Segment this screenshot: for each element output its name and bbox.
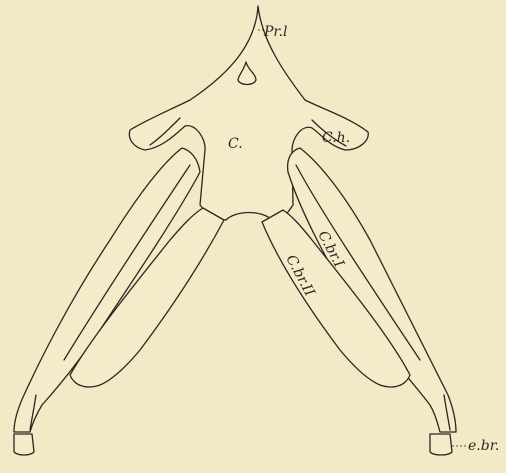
label-pr-l: Pr.l <box>263 24 288 40</box>
label-e-br: e.br. <box>468 438 499 454</box>
left-branchial-horns <box>14 148 224 455</box>
right-epibranchial <box>430 434 452 455</box>
label-hyoid-horn: C.h. <box>322 130 350 146</box>
left-epibranchial <box>14 434 34 455</box>
label-corpus: C. <box>228 136 243 152</box>
